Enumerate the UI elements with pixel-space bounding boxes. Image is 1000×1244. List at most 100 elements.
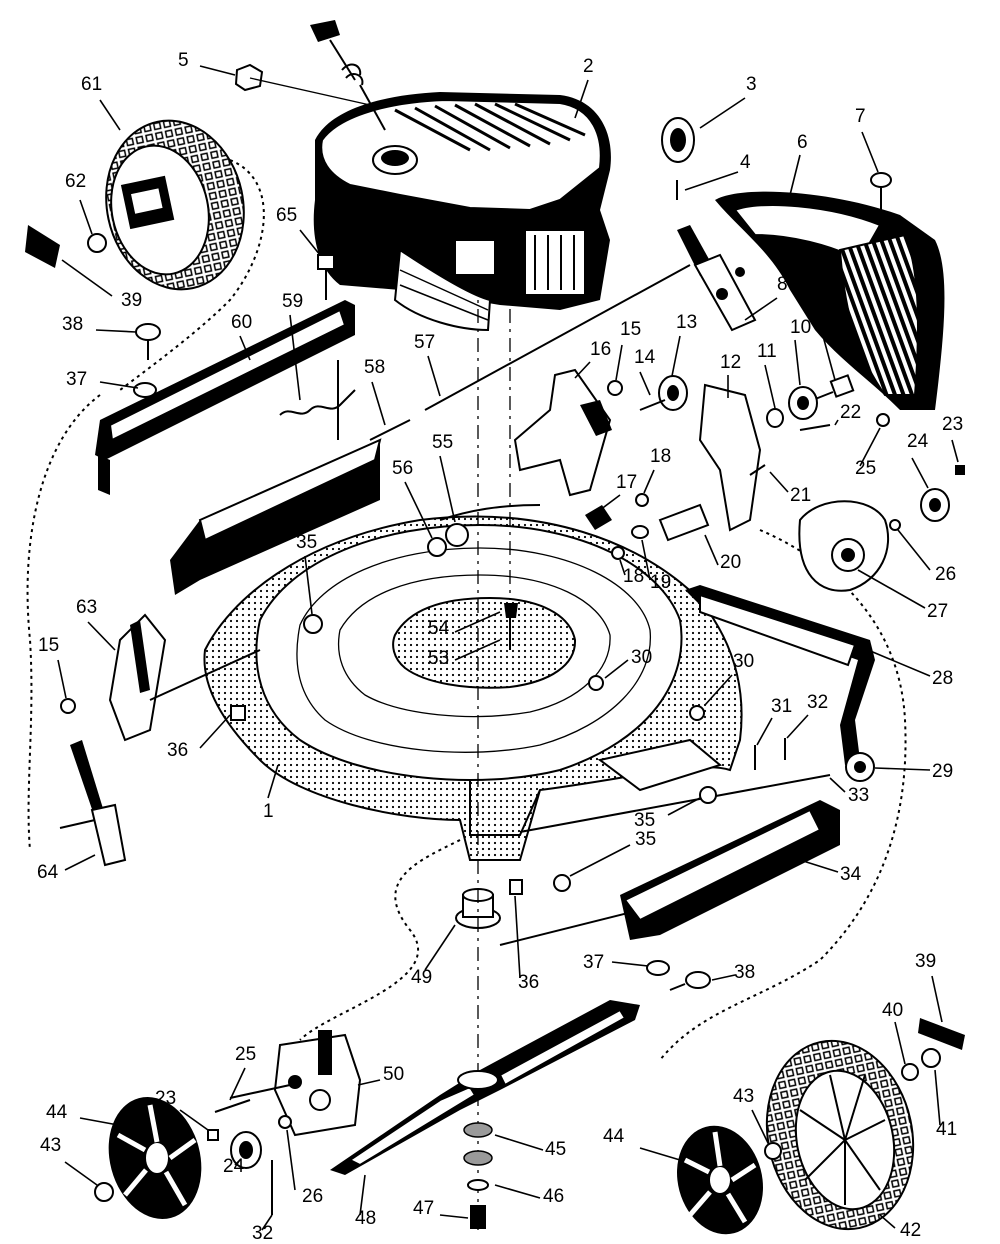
engine-fuel-cap xyxy=(310,20,386,131)
callout-label-15: 15 xyxy=(620,319,641,340)
callout-label-32: 32 xyxy=(252,1223,273,1239)
callout-label-39: 39 xyxy=(121,290,142,311)
callout-label-60: 60 xyxy=(231,312,252,333)
callout-leader-4 xyxy=(684,171,739,191)
callout-label-39: 39 xyxy=(915,951,936,972)
callout-leader-45 xyxy=(494,1134,544,1151)
callout-label-50: 50 xyxy=(383,1064,404,1085)
callout-leader-50 xyxy=(357,1079,381,1086)
callout-leader-49 xyxy=(424,924,456,971)
callout-leader-35 xyxy=(667,797,701,816)
callout-label-62: 62 xyxy=(65,171,86,192)
callout-label-10: 10 xyxy=(790,317,811,338)
assembly-dashed-outline-bottom xyxy=(299,839,461,1041)
part-15-nut-center xyxy=(607,380,623,396)
callout-leader-44 xyxy=(639,1147,681,1161)
part-38-knob-left xyxy=(135,323,161,360)
callout-label-32: 32 xyxy=(807,692,828,713)
part-48-blade xyxy=(330,1000,640,1175)
part-23-clip-right xyxy=(955,465,965,475)
callout-label-37: 37 xyxy=(583,952,604,973)
part-50-gear-housing xyxy=(229,1030,362,1137)
part-44-hubcap-right xyxy=(677,1125,763,1235)
callout-leader-60 xyxy=(239,335,251,361)
part-35-nut-right xyxy=(699,786,717,804)
callout-leader-2 xyxy=(574,79,589,119)
part-62-nut-rear-left xyxy=(87,233,107,253)
part-26-nut-left xyxy=(278,1115,292,1129)
callout-label-49: 49 xyxy=(411,967,432,988)
callout-leader-15 xyxy=(57,659,67,699)
part-27-gear-plate xyxy=(798,500,890,592)
part-36-clip-left xyxy=(230,705,246,721)
part-60-front-baffle xyxy=(95,300,355,495)
callout-leader-30 xyxy=(704,674,733,706)
callout-label-45: 45 xyxy=(545,1139,566,1160)
callout-leader-43 xyxy=(751,1109,769,1144)
callout-leader-24 xyxy=(911,457,929,489)
callout-leader-1 xyxy=(267,764,279,799)
callout-leader-31 xyxy=(756,717,773,746)
part-25-nut-right xyxy=(876,413,890,427)
callout-label-26: 26 xyxy=(302,1186,323,1207)
callout-leader-20 xyxy=(704,534,719,566)
callout-label-43: 43 xyxy=(733,1086,754,1107)
callout-label-37: 37 xyxy=(66,369,87,390)
part-59-spring xyxy=(279,360,356,440)
callout-label-6: 6 xyxy=(797,132,808,153)
callout-leader-35 xyxy=(304,555,313,615)
callout-label-47: 47 xyxy=(413,1198,434,1219)
callout-label-18: 18 xyxy=(650,446,671,467)
callout-label-1: 1 xyxy=(263,801,274,822)
part-18-nut-lower xyxy=(611,546,625,560)
part-15-nut-left xyxy=(60,698,76,714)
callout-leader-40 xyxy=(894,1021,906,1065)
callout-label-36: 36 xyxy=(518,972,539,993)
callout-leader-29 xyxy=(874,767,931,771)
callout-label-43: 43 xyxy=(40,1135,61,1156)
callout-leader-18 xyxy=(619,559,626,576)
part-5-clip xyxy=(234,63,371,106)
callout-label-35: 35 xyxy=(635,829,656,850)
callout-leader-43 xyxy=(64,1161,98,1186)
callout-label-24: 24 xyxy=(907,431,929,452)
callout-leader-34 xyxy=(799,859,839,873)
callout-leader-48 xyxy=(359,1174,366,1216)
callout-label-59: 59 xyxy=(282,291,303,312)
callout-label-17: 17 xyxy=(616,472,637,493)
callout-leader-53 xyxy=(454,639,501,661)
callout-label-13: 13 xyxy=(676,312,697,333)
part-44-hubcap-left xyxy=(108,1096,202,1220)
callout-label-38: 38 xyxy=(62,314,83,335)
callout-label-23: 23 xyxy=(155,1088,176,1109)
part-33-rear-axle xyxy=(519,774,831,833)
callout-label-18: 18 xyxy=(623,566,644,587)
part-26-nut-right xyxy=(889,519,901,531)
callout-leader-23 xyxy=(951,439,959,463)
callout-leader-54 xyxy=(454,611,501,633)
callout-leader-58 xyxy=(371,381,386,426)
callout-label-64: 64 xyxy=(37,862,59,883)
part-45-adapter-lower xyxy=(463,1150,493,1166)
part-3-starter-cup xyxy=(661,117,695,163)
callout-label-61: 61 xyxy=(81,74,102,95)
callout-label-48: 48 xyxy=(355,1208,376,1229)
callout-leader-11 xyxy=(764,364,776,409)
callout-leader-3 xyxy=(699,97,746,129)
engine xyxy=(313,92,611,332)
part-6-rear-shield xyxy=(715,191,945,410)
part-11-washer xyxy=(766,408,784,428)
callout-leader-41 xyxy=(934,1069,941,1126)
part-37-washer-left xyxy=(133,382,157,398)
part-41-nut xyxy=(921,1048,941,1068)
callout-leader-38 xyxy=(95,329,137,333)
callout-label-40: 40 xyxy=(882,1000,903,1021)
part-47-blade-bolt xyxy=(470,1205,486,1229)
callout-leader-63 xyxy=(87,621,116,651)
part-55-washer xyxy=(445,523,469,547)
assembly-dashed-outline-top xyxy=(119,159,265,391)
callout-leader-33 xyxy=(829,777,846,793)
callout-label-35: 35 xyxy=(296,532,317,553)
callout-label-21: 21 xyxy=(790,485,811,506)
part-35-nut-bottom xyxy=(553,874,571,892)
